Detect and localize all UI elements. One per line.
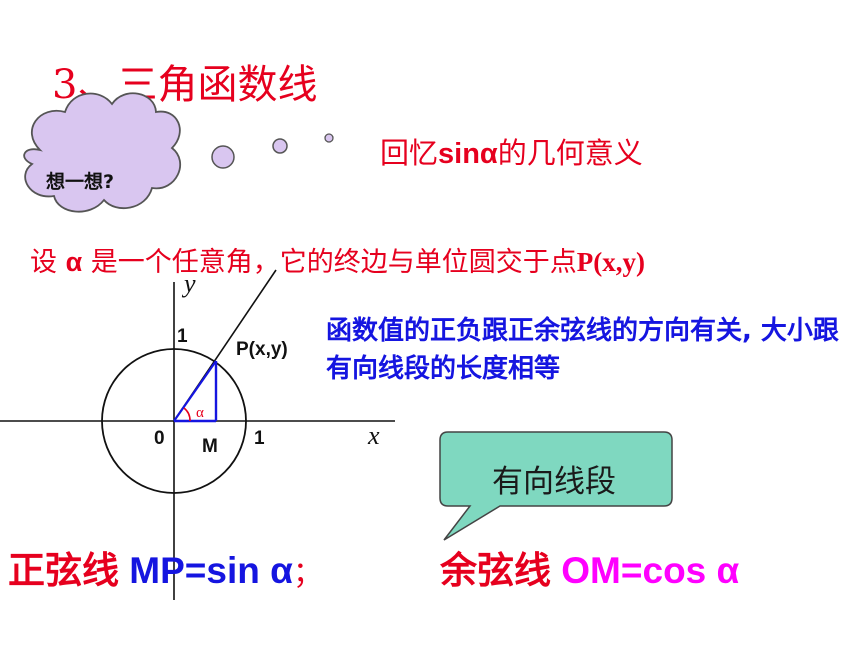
y-tick-label: 1 <box>177 326 188 347</box>
unit-circle-diagram: α y x 1 0 1 M P(x,y) <box>0 269 395 600</box>
x-tick-label: 1 <box>254 428 265 449</box>
recall-prompt: 回忆sinα的几何意义 <box>380 130 643 172</box>
sine-formula: MP=sin α <box>119 550 293 591</box>
angle-mark: α <box>196 405 204 421</box>
recall-function: sinα <box>438 138 498 170</box>
x-axis-label: x <box>367 421 380 450</box>
unit-circle <box>101 348 247 494</box>
cosine-label: 余弦线 <box>440 549 551 592</box>
cosine-formula: OM=cos α <box>551 550 740 591</box>
cosine-definition: 余弦线 OM=cos α <box>440 540 739 594</box>
thought-bubble-medium <box>272 138 288 154</box>
thought-cloud <box>23 92 182 213</box>
cloud-text: 想一想? <box>46 171 115 193</box>
cloud-shape <box>23 92 182 213</box>
callout-bubble <box>439 431 673 541</box>
origin-label: 0 <box>154 428 165 449</box>
radius-op <box>173 360 217 422</box>
point-label-p: P(x,y) <box>236 339 288 360</box>
premise-text: 设 α 是一个任意角，它的终边与单位圆交于点P(x,y) <box>30 240 645 279</box>
sine-label: 正弦线 <box>8 549 119 592</box>
callout-text: 有向线段 <box>492 464 616 500</box>
thought-bubble-small <box>324 133 334 143</box>
premise-alpha: α <box>65 247 83 277</box>
recall-prefix: 回忆 <box>380 136 439 170</box>
premise-pre: 设 <box>30 247 66 278</box>
y-axis-label: y <box>181 269 196 298</box>
sine-semicolon: ； <box>292 556 323 591</box>
recall-suffix: 的几何意义 <box>497 136 643 170</box>
angle-arc <box>183 407 191 422</box>
thought-bubble-large <box>211 145 235 169</box>
premise-point: P(x,y) <box>576 247 646 277</box>
premise-mid: 是一个任意角，它的终边与单位圆交于点 <box>82 247 577 278</box>
description-text: 函数值的正负跟正余弦线的方向有关, 大小跟有向线段的长度相等 <box>326 316 839 384</box>
foot-label-m: M <box>202 436 218 457</box>
sine-definition: 正弦线 MP=sin α； <box>8 540 323 594</box>
